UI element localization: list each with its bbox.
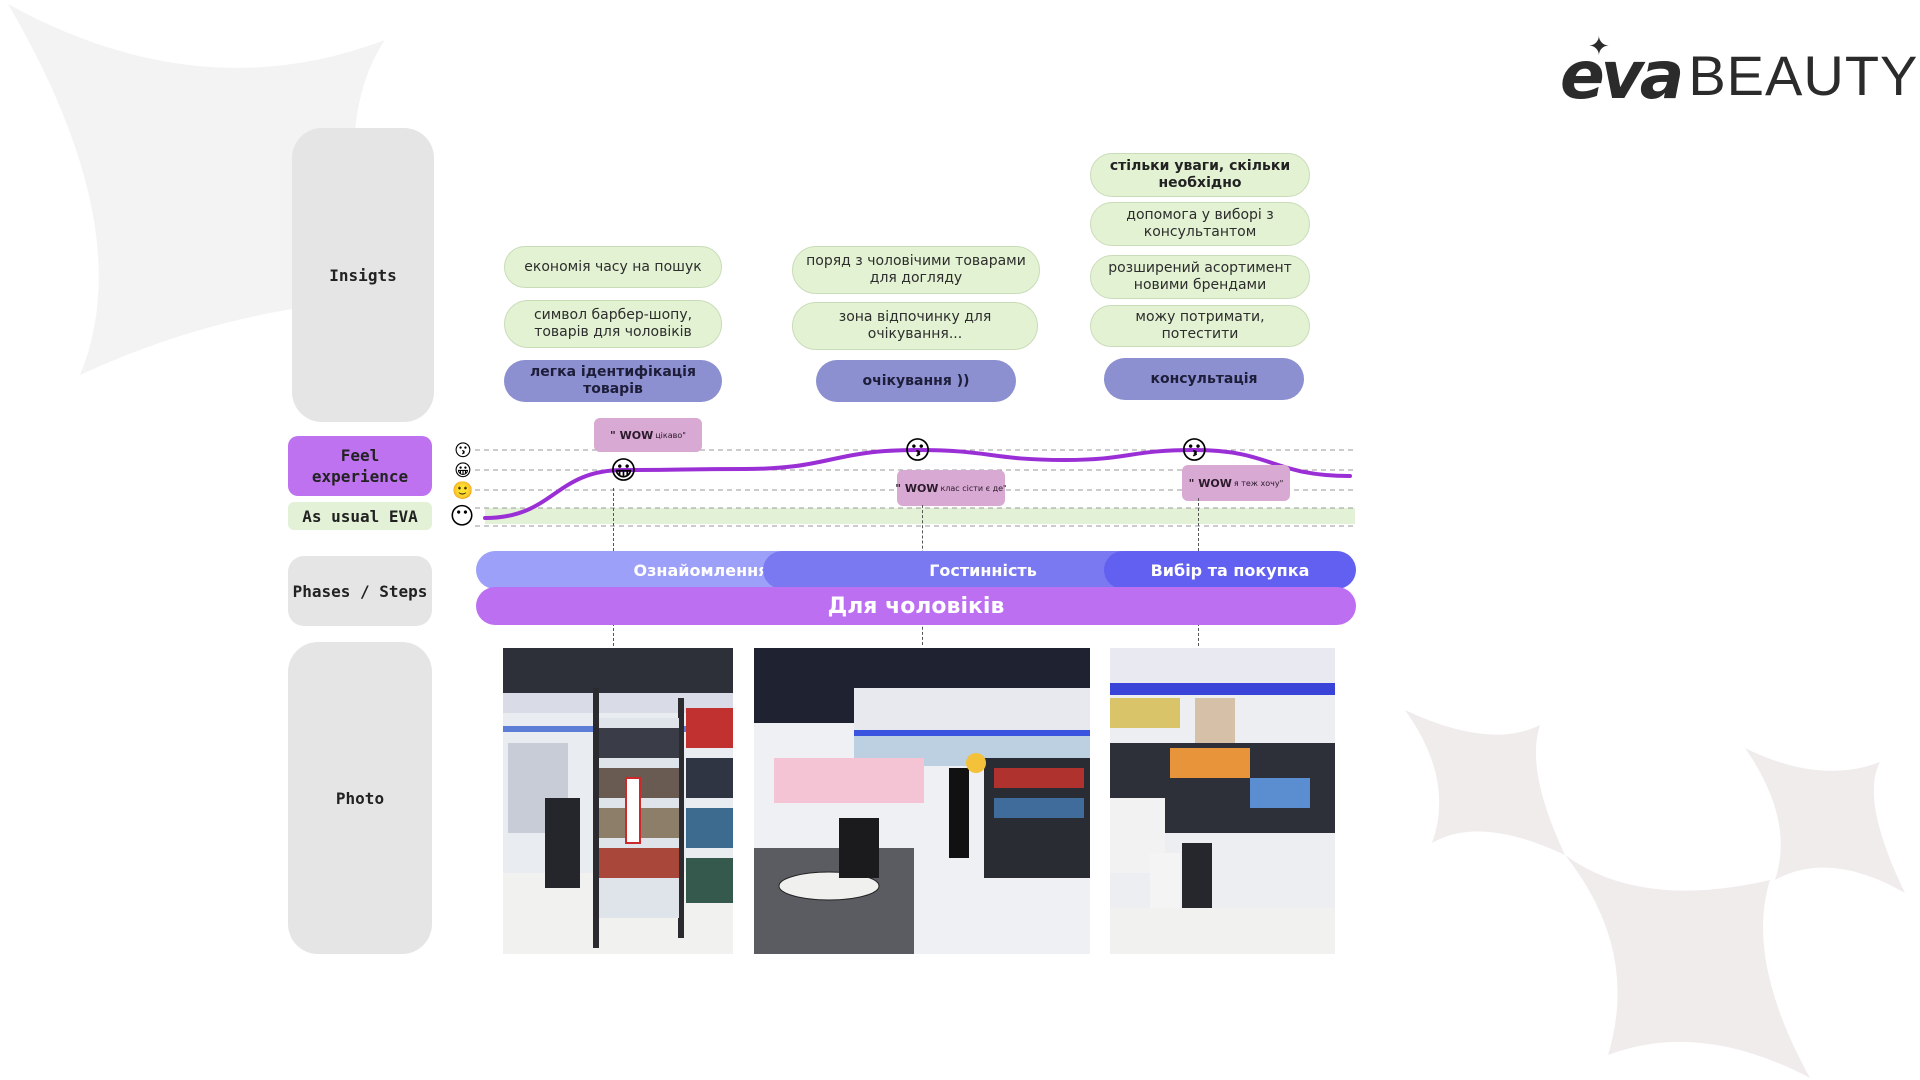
- neutral-face-icon: 😶: [449, 502, 474, 530]
- insight-pill: розширений асортимент новими брендами: [1090, 255, 1310, 299]
- logo-star-icon: ✦: [1588, 32, 1610, 62]
- insight-pill: зона відпочинку для очікування...: [792, 302, 1038, 350]
- insight-pill: поряд з чоловічими товарами для догляду: [792, 246, 1040, 294]
- insight-pill: можу потримати, потестити: [1090, 305, 1310, 347]
- quote-bubble-3: " WOW я теж хочу": [1182, 465, 1290, 501]
- sun-emoji-icon: [966, 753, 986, 773]
- quote-bold: " WOW: [1188, 476, 1232, 490]
- sparkle-shape-right-3: [1565, 855, 1810, 1078]
- sparkle-shape-left: [8, 4, 385, 375]
- emotion-curve: [483, 447, 1352, 520]
- store-photo-1: [503, 648, 733, 954]
- grinning-face-icon: 😀: [454, 461, 472, 481]
- quote-bubble-1: " WOW цікаво": [594, 418, 702, 452]
- quote-bold: " WOW: [610, 428, 654, 442]
- slightly-smiling-face-icon: 🙂: [452, 481, 473, 501]
- emotion-scale: 😗😀🙂😶: [449, 441, 474, 530]
- row-label-phases: Phases / Steps: [288, 556, 432, 626]
- eva-beauty-logo: ✦ eva BEAUTY: [1560, 32, 1919, 114]
- touchpoint-emoji-icon: 😗: [904, 436, 931, 466]
- store-shelves-image: [503, 648, 733, 954]
- insight-pill: стільки уваги, скільки необхідно: [1090, 153, 1310, 197]
- touchpoint-emoji-icon: 😗: [1181, 436, 1208, 466]
- phase-choice-purchase: Вибір та покупка: [1104, 551, 1356, 589]
- insight-pill: символ барбер-шопу, товарів для чоловікі…: [504, 300, 722, 348]
- lounge-area-image: [754, 648, 1090, 954]
- touchpoint-emoji-icon: 😀: [610, 456, 637, 486]
- insight-pill: економія часу на пошук: [504, 246, 722, 288]
- insight-key-pill: легка ідентифікація товарів: [504, 360, 722, 402]
- logo-eva-wordmark: ✦ eva: [1560, 32, 1684, 114]
- insight-key-pill: очікування )): [816, 360, 1016, 402]
- touchpoint-markers: 😀 😗 😗: [610, 436, 1208, 486]
- row-label-as-usual: As usual EVA: [288, 502, 432, 530]
- quote-bold: " WOW: [895, 481, 939, 495]
- sparkle-shape-right-1: [1405, 710, 1565, 855]
- quote-text: клас сісти є де": [940, 483, 1007, 493]
- row-label-photo: Photo: [288, 642, 432, 954]
- feel-label-text: Feel experience: [311, 446, 409, 486]
- quote-bubble-2: " WOW клас сісти є де": [895, 470, 1007, 506]
- phases-row: Ознайомлення Гостинність Вибір та покупк…: [476, 551, 1356, 589]
- perfume-zone-image: [1110, 648, 1335, 954]
- store-photo-2: [754, 648, 1090, 954]
- kissing-face-icon: 😗: [454, 441, 472, 461]
- row-label-feel-experience: Feel experience: [288, 436, 432, 496]
- insight-key-pill: консультація: [1104, 358, 1304, 400]
- insight-pill: допомога у виборі з консультантом: [1090, 202, 1310, 246]
- quote-text: цікаво": [655, 430, 686, 440]
- row-label-insights: Insigts: [292, 128, 434, 422]
- segment-bar: Для чоловіків: [476, 587, 1356, 625]
- logo-beauty-wordmark: BEAUTY: [1688, 44, 1919, 107]
- sparkle-shape-right-2: [1745, 748, 1905, 893]
- quote-text: я теж хочу": [1233, 478, 1284, 488]
- baseline-band: [485, 508, 1355, 524]
- store-photo-3: [1110, 648, 1335, 954]
